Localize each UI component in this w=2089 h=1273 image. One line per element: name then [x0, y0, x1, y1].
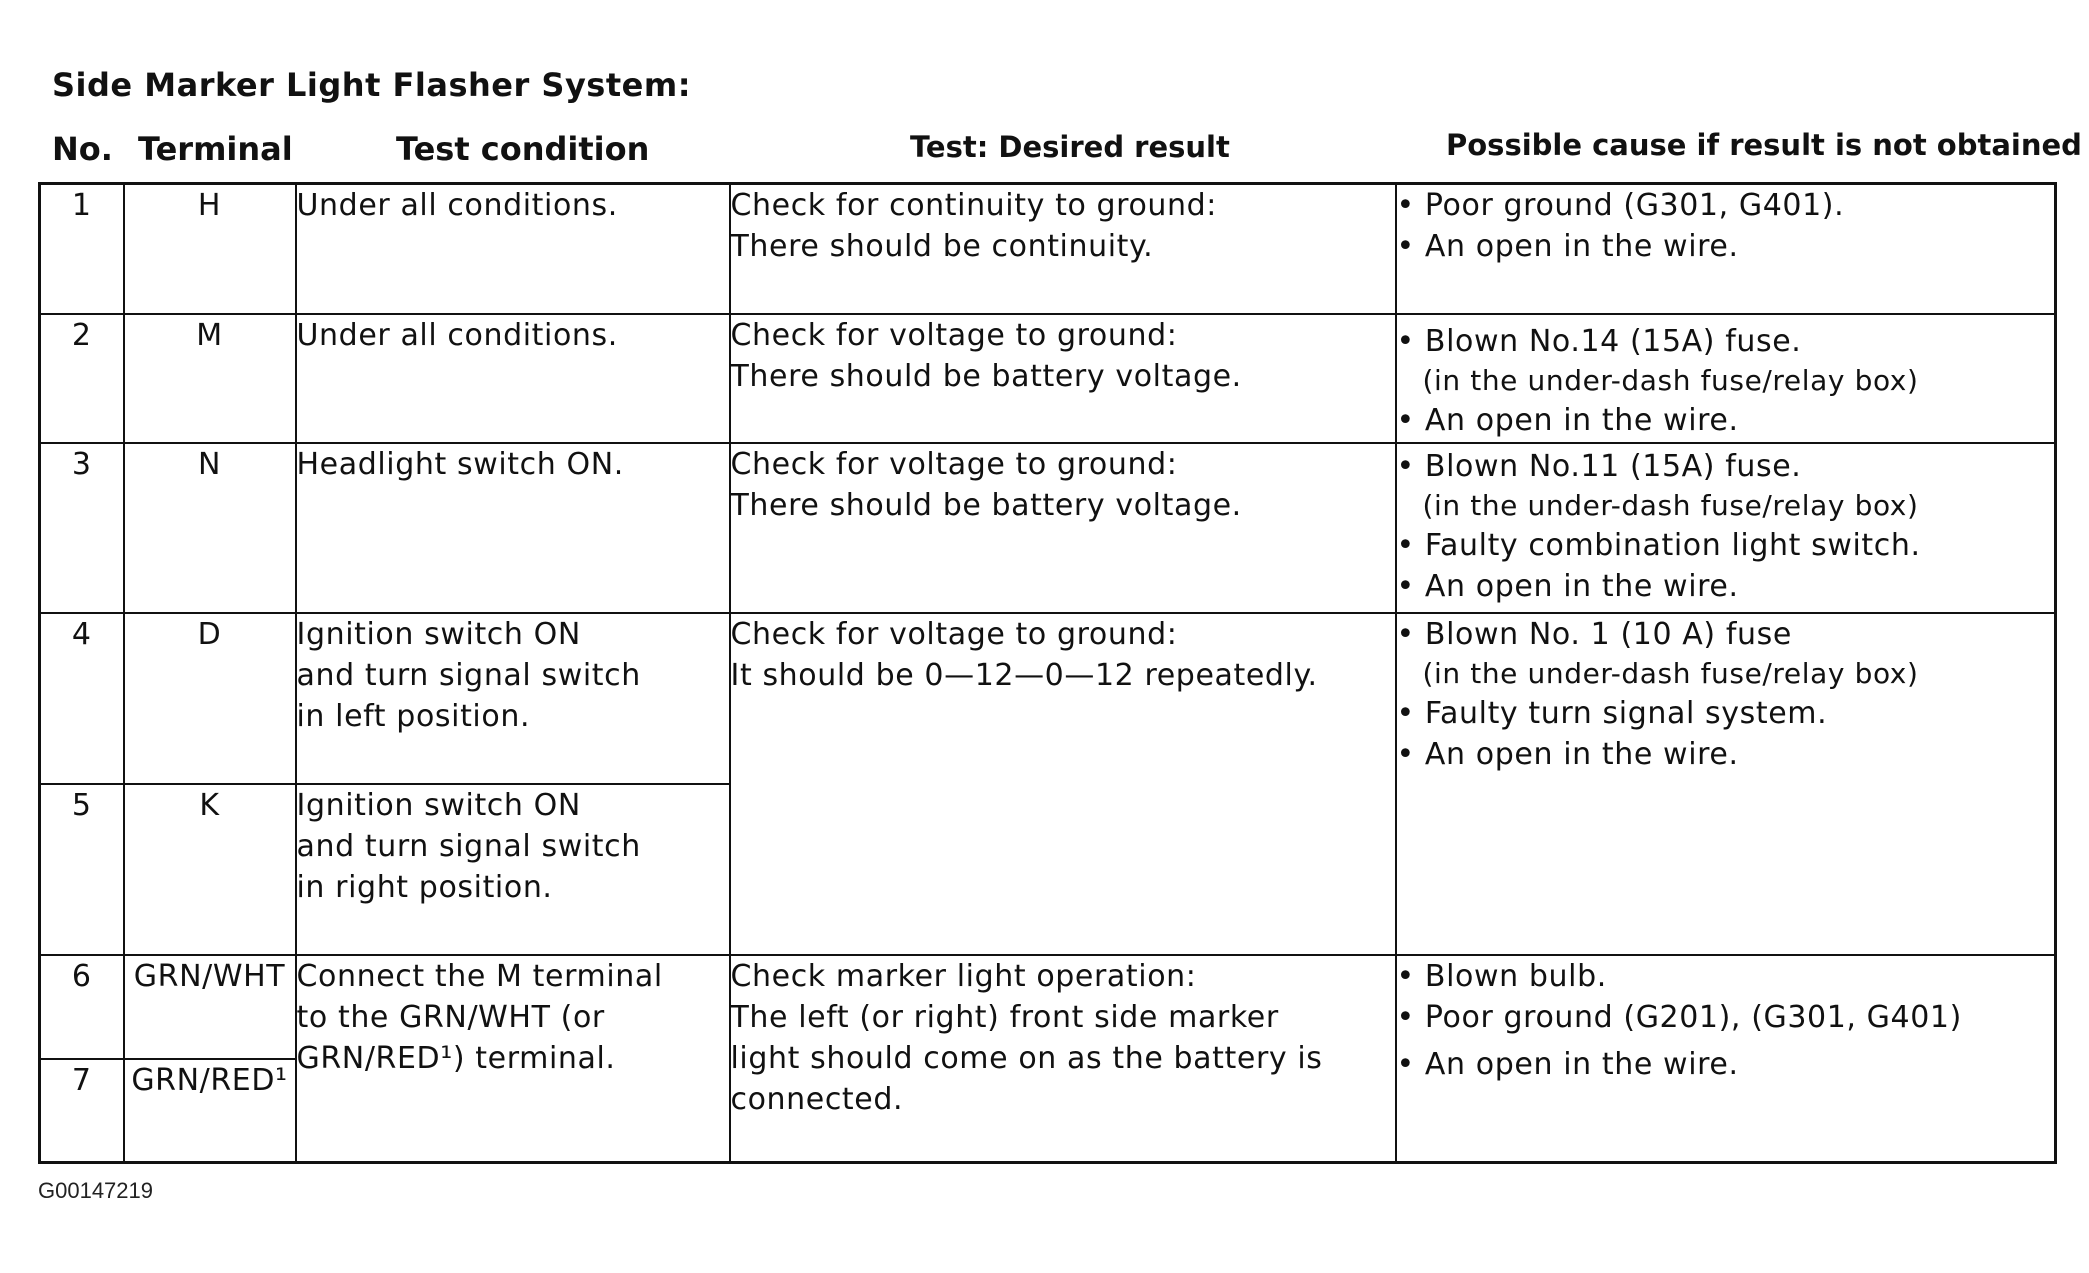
desired-result-cell: Check for voltage to ground: There shoul…: [728, 441, 1397, 614]
header-no: No.: [52, 130, 113, 168]
possible-cause-cell: • Blown No. 1 (10 A) fuse (in the under-…: [1394, 611, 2057, 957]
cause-subline: (in the under-dash fuse/relay box): [1422, 488, 1919, 522]
table-row: 4 D Ignition switch ON and turn signal s…: [38, 611, 2057, 957]
result-line: The left (or right) front side marker: [730, 1000, 1279, 1036]
condition-line: Headlight switch ON.: [296, 446, 624, 482]
cause-line: • Faulty turn signal system.: [1396, 695, 1828, 731]
cause-subline: (in the under-dash fuse/relay box): [1422, 656, 1919, 690]
desired-result-cell: Check for voltage to ground: It should b…: [728, 611, 1397, 957]
result-line: Check for continuity to ground:: [730, 188, 1217, 223]
possible-cause-cell: • Blown bulb. • Poor ground (G201), (G30…: [1394, 954, 2057, 1164]
terminal-cell: K: [122, 783, 297, 957]
desired-result-cell: Check for voltage to ground: There shoul…: [728, 312, 1397, 444]
cause-line: • An open in the wire.: [1396, 229, 1739, 264]
condition-line: in left position.: [296, 698, 531, 734]
condition-line: Ignition switch ON: [296, 616, 581, 652]
cause-line: • An open in the wire.: [1396, 1047, 1739, 1083]
terminal-cell: GRN/RED¹: [122, 1058, 297, 1164]
condition-line: Under all conditions.: [296, 317, 618, 353]
cause-line: • An open in the wire.: [1396, 736, 1739, 772]
desired-result-cell: Check for continuity to ground: There sh…: [728, 182, 1397, 315]
row-number: 4: [38, 611, 125, 786]
terminal-cell: H: [122, 182, 297, 315]
condition-line: in right position.: [296, 870, 553, 906]
terminal-cell: M: [122, 312, 297, 444]
cause-line: • Poor ground (G301, G401).: [1396, 188, 1845, 223]
test-condition-cell: Under all conditions.: [294, 312, 731, 444]
cause-line: • Faulty combination light switch.: [1396, 527, 1921, 563]
table-row: 3 N Headlight switch ON. Check for volta…: [38, 441, 2057, 614]
cause-line: • Poor ground (G201), (G301, G401): [1396, 1000, 1962, 1036]
table-row: 2 M Under all conditions. Check for volt…: [38, 312, 2057, 444]
row-number: 7: [38, 1058, 125, 1164]
row-number: 2: [38, 312, 125, 444]
test-table: 1 H Under all conditions. Check for cont…: [38, 182, 2057, 1164]
cause-line: • An open in the wire.: [1396, 568, 1739, 604]
result-line: Check for voltage to ground:: [730, 446, 1178, 482]
result-line: There should be continuity.: [730, 229, 1154, 264]
test-condition-cell: Ignition switch ON and turn signal switc…: [294, 783, 731, 957]
figure-id: G00147219: [38, 1178, 153, 1203]
table-row: 6 GRN/WHT Connect the M terminal to the …: [38, 954, 2057, 1164]
table-row: 7 GRN/RED¹: [38, 1058, 2056, 1164]
possible-cause-cell: • Blown No.11 (15A) fuse. (in the under-…: [1394, 441, 2057, 614]
cause-line: • Blown No.14 (15A) fuse.: [1396, 323, 1802, 359]
row-number: 3: [38, 441, 125, 614]
result-line: connected.: [730, 1082, 904, 1118]
terminal-cell: N: [122, 441, 297, 614]
condition-line: and turn signal switch: [296, 829, 641, 865]
header-possible-cause: Possible cause if result is not obtained: [1446, 128, 2082, 162]
cause-line: • Blown No. 1 (10 A) fuse: [1396, 616, 1792, 652]
possible-cause-cell: • Blown No.14 (15A) fuse. (in the under-…: [1394, 312, 2057, 444]
test-condition-cell: Under all conditions.: [294, 182, 731, 315]
table-title: Side Marker Light Flasher System:: [52, 66, 691, 104]
test-condition-cell: Connect the M terminal to the GRN/WHT (o…: [294, 954, 731, 1164]
terminal-cell: GRN/WHT: [122, 954, 297, 1061]
table-row: 1 H Under all conditions. Check for cont…: [38, 182, 2057, 315]
condition-line: Under all conditions.: [296, 188, 618, 223]
result-line: There should be battery voltage.: [730, 358, 1242, 394]
result-line: Check for voltage to ground:: [730, 317, 1178, 353]
result-line: It should be 0—12—0—12 repeatedly.: [730, 657, 1318, 693]
desired-result-cell: Check marker light operation: The left (…: [728, 954, 1397, 1164]
cause-line: • Blown bulb.: [1396, 959, 1607, 995]
test-condition-cell: Ignition switch ON and turn signal switc…: [294, 611, 731, 786]
condition-line: to the GRN/WHT (or: [296, 1000, 605, 1036]
condition-line: Connect the M terminal: [296, 959, 663, 995]
header-test-condition: Test condition: [396, 130, 650, 168]
row-number: 6: [38, 954, 125, 1061]
possible-cause-cell: • Poor ground (G301, G401). • An open in…: [1394, 182, 2057, 315]
test-condition-cell: Headlight switch ON.: [294, 441, 731, 614]
table-row: 5 K Ignition switch ON and turn signal s…: [38, 783, 2056, 957]
cause-line: • Blown No.11 (15A) fuse.: [1396, 448, 1802, 484]
condition-line: and turn signal switch: [296, 657, 641, 693]
terminal-cell: D: [122, 611, 297, 786]
header-terminal: Terminal: [138, 130, 293, 168]
cause-subline: (in the under-dash fuse/relay box): [1422, 363, 1919, 397]
row-number: 1: [38, 182, 125, 315]
condition-line: Ignition switch ON: [296, 788, 581, 824]
condition-line: GRN/RED¹) terminal.: [296, 1041, 616, 1077]
result-line: light should come on as the battery is: [730, 1041, 1323, 1077]
row-number: 5: [38, 783, 125, 957]
result-line: There should be battery voltage.: [730, 487, 1242, 523]
cause-line: • An open in the wire.: [1396, 402, 1739, 438]
header-desired-result: Test: Desired result: [910, 130, 1230, 164]
result-line: Check for voltage to ground:: [730, 616, 1178, 652]
result-line: Check marker light operation:: [730, 959, 1197, 995]
